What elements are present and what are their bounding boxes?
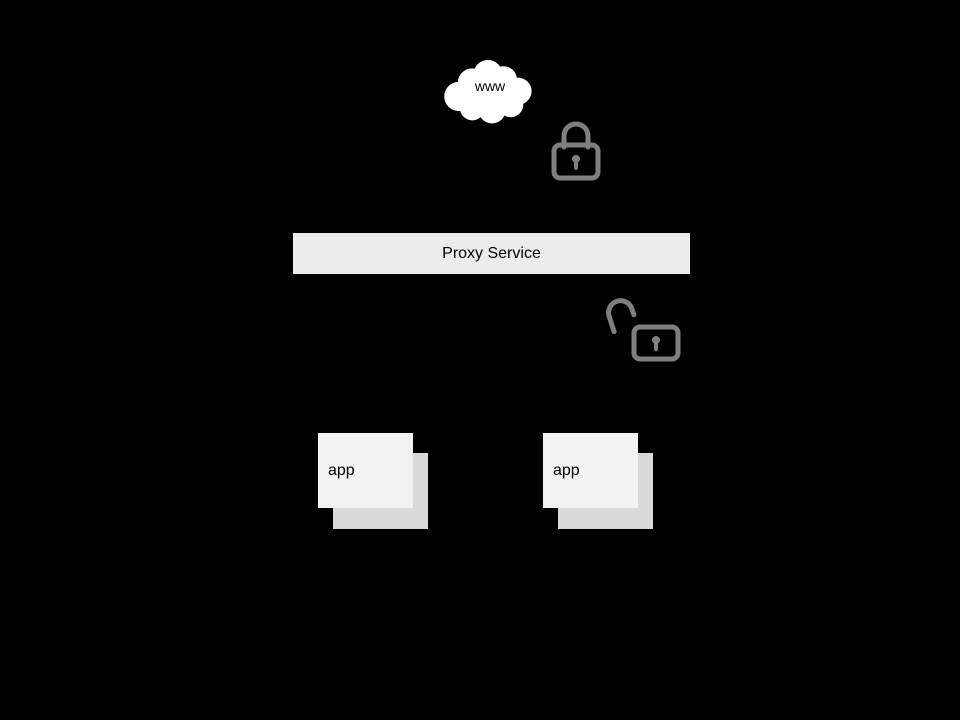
- proxy-service-label: Proxy Service: [442, 244, 541, 262]
- closed-padlock-icon: [550, 119, 602, 182]
- cloud-label: www: [474, 78, 506, 94]
- app-node-1-label: app: [328, 461, 355, 479]
- app-node-2: app: [543, 433, 655, 530]
- www-cloud: www: [438, 44, 542, 128]
- app-node-2-label: app: [553, 461, 580, 479]
- open-padlock-icon: [606, 293, 682, 363]
- app-node-2-box: app: [543, 433, 638, 508]
- app-node-1: app: [318, 433, 430, 530]
- cloud-icon: [444, 60, 532, 124]
- proxy-service-box: Proxy Service: [293, 233, 690, 274]
- app-node-1-box: app: [318, 433, 413, 508]
